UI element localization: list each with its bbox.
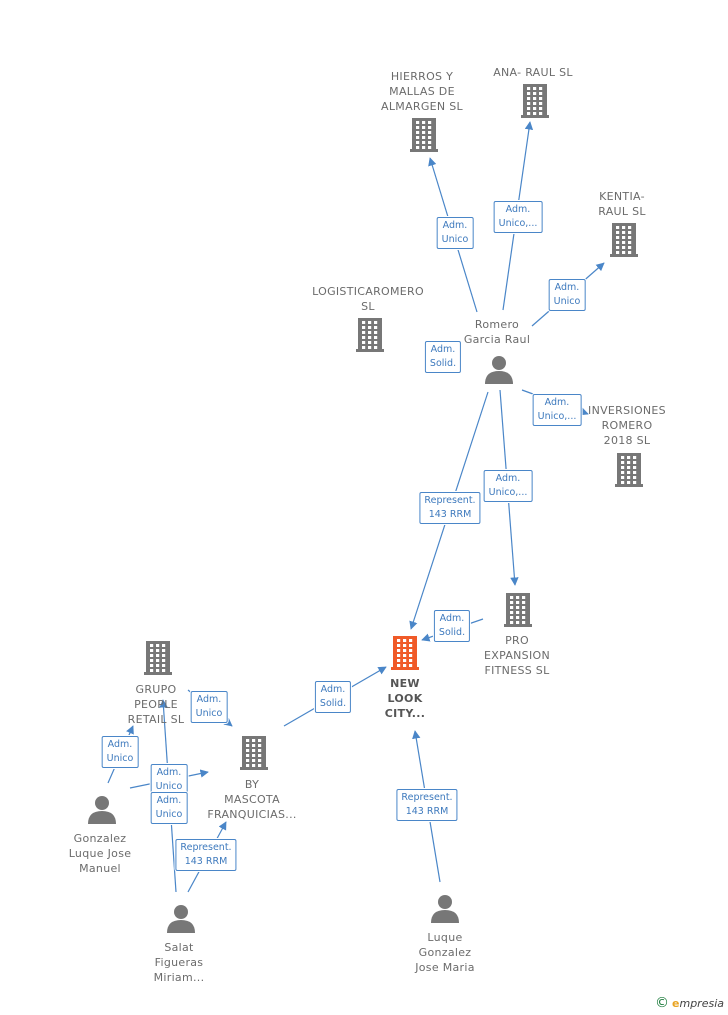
person-icon-romero[interactable] <box>485 356 513 384</box>
edge-label-romero-ana[interactable]: Adm. Unico,... <box>493 201 543 233</box>
building-icon-pro[interactable] <box>504 593 532 627</box>
node-label-bymascota[interactable]: BY MASCOTA FRANQUICIAS... <box>207 778 297 821</box>
person-icon-gonzalez[interactable] <box>88 796 116 824</box>
building-icon-hierros[interactable] <box>410 118 438 152</box>
edge-label-romero-logistica[interactable]: Adm. Solid. <box>424 341 462 373</box>
building-icon-newlook[interactable] <box>391 636 419 670</box>
building-icon-grupo[interactable] <box>144 641 172 675</box>
node-label-luque[interactable]: Luque Gonzalez Jose Maria <box>415 931 475 974</box>
node-label-newlook[interactable]: NEW LOOK CITY... <box>384 677 426 720</box>
building-icon-kentia[interactable] <box>610 223 638 257</box>
empresia-logo[interactable]: empresia <box>672 996 724 1010</box>
edge-label-romero-inversiones[interactable]: Adm. Unico,... <box>532 394 582 426</box>
node-label-logistica[interactable]: LOGISTICAROMERO SL <box>312 285 424 313</box>
empresia-copyright: © empresia <box>655 995 724 1011</box>
node-label-romero[interactable]: Romero Garcia Raul <box>463 318 531 346</box>
person-icon-salat[interactable] <box>167 905 195 933</box>
edge-label-salat-grupo[interactable]: Adm. Unico <box>150 792 188 824</box>
edge-label-pro-newlook[interactable]: Adm. Solid. <box>433 610 471 642</box>
edge-label-gonzalez-bymascota[interactable]: Adm. Unico <box>150 764 188 796</box>
edge-label-romero-newlook[interactable]: Represent. 143 RRM <box>419 492 481 524</box>
copyright-symbol: © <box>655 995 670 1011</box>
edge-label-grupo-bymascota[interactable]: Adm. Unico <box>190 691 228 723</box>
edge-label-luque-newlook[interactable]: Represent. 143 RRM <box>396 789 458 821</box>
edge-label-gonzalez-grupo[interactable]: Adm. Unico <box>101 736 139 768</box>
building-icon-bymascota[interactable] <box>240 736 268 770</box>
node-label-salat[interactable]: Salat Figueras Miriam... <box>153 941 205 984</box>
node-label-gonzalez[interactable]: Gonzalez Luque Jose Manuel <box>68 832 132 875</box>
node-label-grupo[interactable]: GRUPO PEOPLE RETAIL SL <box>127 683 185 726</box>
building-icon-inversiones[interactable] <box>615 453 643 487</box>
node-label-hierros[interactable]: HIERROS Y MALLAS DE ALMARGEN SL <box>381 70 463 113</box>
edge-label-salat-bymascota[interactable]: Represent. 143 RRM <box>175 839 237 871</box>
node-label-ana[interactable]: ANA- RAUL SL <box>493 66 573 79</box>
node-label-inversiones[interactable]: INVERSIONES ROMERO 2018 SL <box>588 404 666 447</box>
node-label-kentia[interactable]: KENTIA- RAUL SL <box>598 190 646 218</box>
building-icon-ana[interactable] <box>521 84 549 118</box>
edge-label-romero-pro[interactable]: Adm. Unico,... <box>483 470 533 502</box>
node-label-pro[interactable]: PRO EXPANSION FITNESS SL <box>484 634 550 677</box>
edge-label-romero-hierros[interactable]: Adm. Unico <box>436 217 474 249</box>
person-icon-luque[interactable] <box>431 895 459 923</box>
building-icon-logistica[interactable] <box>356 318 384 352</box>
edge-label-bymascota-newlook[interactable]: Adm. Solid. <box>314 681 352 713</box>
edge-label-romero-kentia[interactable]: Adm. Unico <box>548 279 586 311</box>
